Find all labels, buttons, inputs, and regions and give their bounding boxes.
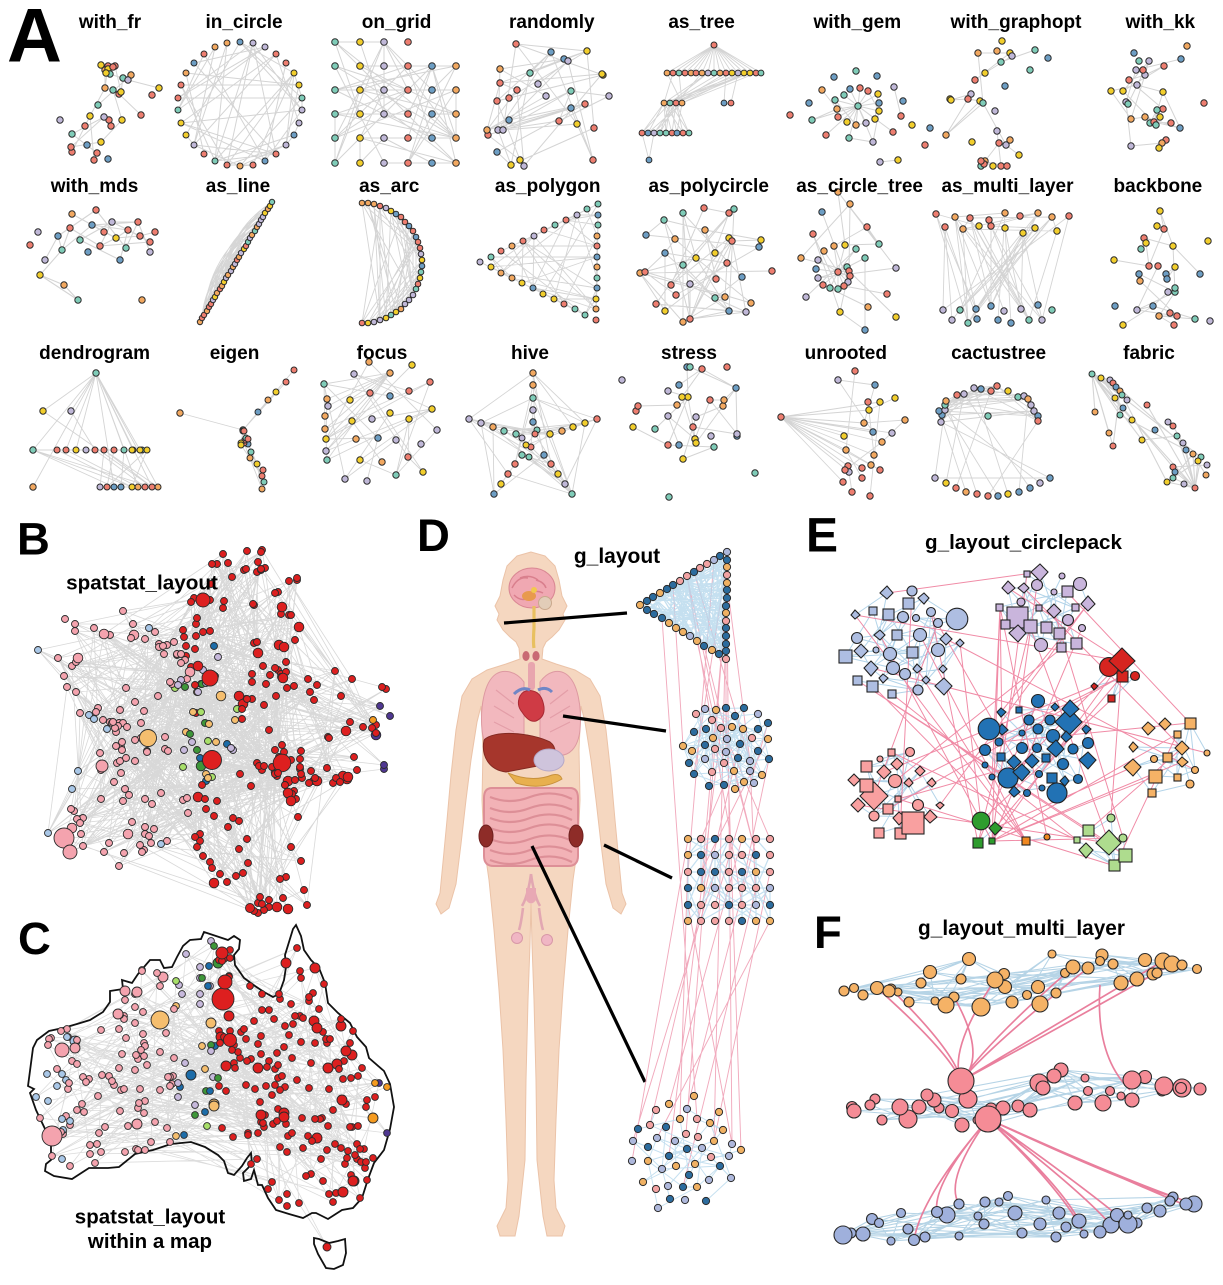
svg-text:backbone: backbone: [1114, 176, 1203, 197]
svg-text:fabric: fabric: [1123, 343, 1175, 364]
svg-text:within a map: within a map: [87, 1230, 212, 1253]
svg-text:A: A: [7, 0, 62, 79]
svg-text:in_circle: in_circle: [205, 12, 282, 33]
svg-text:stress: stress: [661, 343, 717, 364]
svg-text:eigen: eigen: [210, 343, 260, 364]
svg-text:as_polycircle: as_polycircle: [648, 176, 768, 197]
svg-text:C: C: [18, 913, 51, 964]
svg-text:as_arc: as_arc: [359, 176, 420, 197]
svg-text:as_multi_layer: as_multi_layer: [941, 176, 1074, 197]
svg-text:randomly: randomly: [509, 12, 595, 33]
svg-text:as_polygon: as_polygon: [495, 176, 601, 197]
svg-text:hive: hive: [511, 343, 549, 364]
svg-text:with_fr: with_fr: [78, 12, 142, 33]
svg-text:on_grid: on_grid: [362, 12, 432, 33]
svg-text:g_layout_multi_layer: g_layout_multi_layer: [918, 917, 1125, 940]
svg-text:spatstat_layout: spatstat_layout: [75, 1206, 226, 1229]
svg-text:F: F: [814, 907, 842, 958]
svg-text:with_gem: with_gem: [812, 12, 901, 33]
svg-text:as_circle_tree: as_circle_tree: [796, 176, 923, 197]
svg-text:unrooted: unrooted: [805, 343, 887, 364]
svg-text:D: D: [417, 510, 450, 561]
svg-text:B: B: [17, 514, 50, 565]
svg-text:g_layout: g_layout: [574, 545, 660, 568]
svg-text:with_kk: with_kk: [1124, 12, 1195, 33]
svg-text:with_graphopt: with_graphopt: [950, 12, 1083, 33]
svg-text:g_layout_circlepack: g_layout_circlepack: [925, 531, 1122, 554]
svg-text:with_mds: with_mds: [50, 176, 139, 197]
svg-text:focus: focus: [357, 343, 408, 364]
svg-text:as_tree: as_tree: [668, 12, 735, 33]
svg-text:E: E: [806, 510, 838, 563]
svg-text:cactustree: cactustree: [951, 343, 1046, 364]
svg-text:spatstat_layout: spatstat_layout: [66, 572, 218, 595]
svg-text:dendrogram: dendrogram: [39, 343, 150, 364]
svg-text:as_line: as_line: [206, 176, 270, 197]
